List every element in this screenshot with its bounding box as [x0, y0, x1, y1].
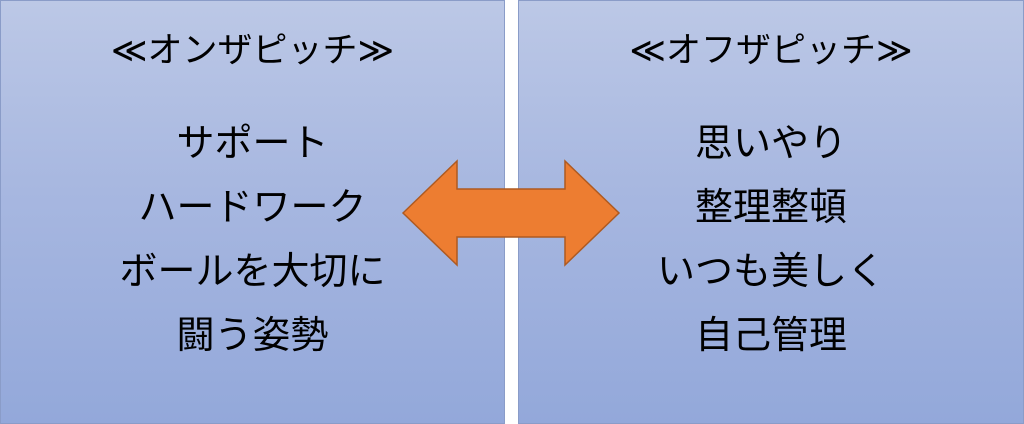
off-the-pitch-item: 自己管理 [694, 313, 847, 357]
on-the-pitch-item: ハードワーク [138, 185, 367, 229]
on-the-pitch-item: ボールを大切に [119, 249, 386, 293]
on-the-pitch-item: サポート [176, 121, 329, 165]
off-the-pitch-item: 整理整頓 [694, 185, 847, 229]
off-the-pitch-list: 思いやり 整理整頓 いつも美しく 自己管理 [519, 111, 1023, 367]
off-the-pitch-item: いつも美しく [656, 249, 885, 293]
double-arrow-icon [401, 159, 621, 267]
double-arrow-shape [401, 159, 621, 267]
off-the-pitch-title: ≪オフザピッチ≫ [629, 31, 913, 71]
on-the-pitch-item: 闘う姿勢 [176, 313, 329, 357]
off-the-pitch-item: 思いやり [694, 121, 847, 165]
on-the-pitch-title: ≪オンザピッチ≫ [110, 31, 395, 71]
on-the-pitch-list: サポート ハードワーク ボールを大切に 闘う姿勢 [1, 111, 504, 367]
